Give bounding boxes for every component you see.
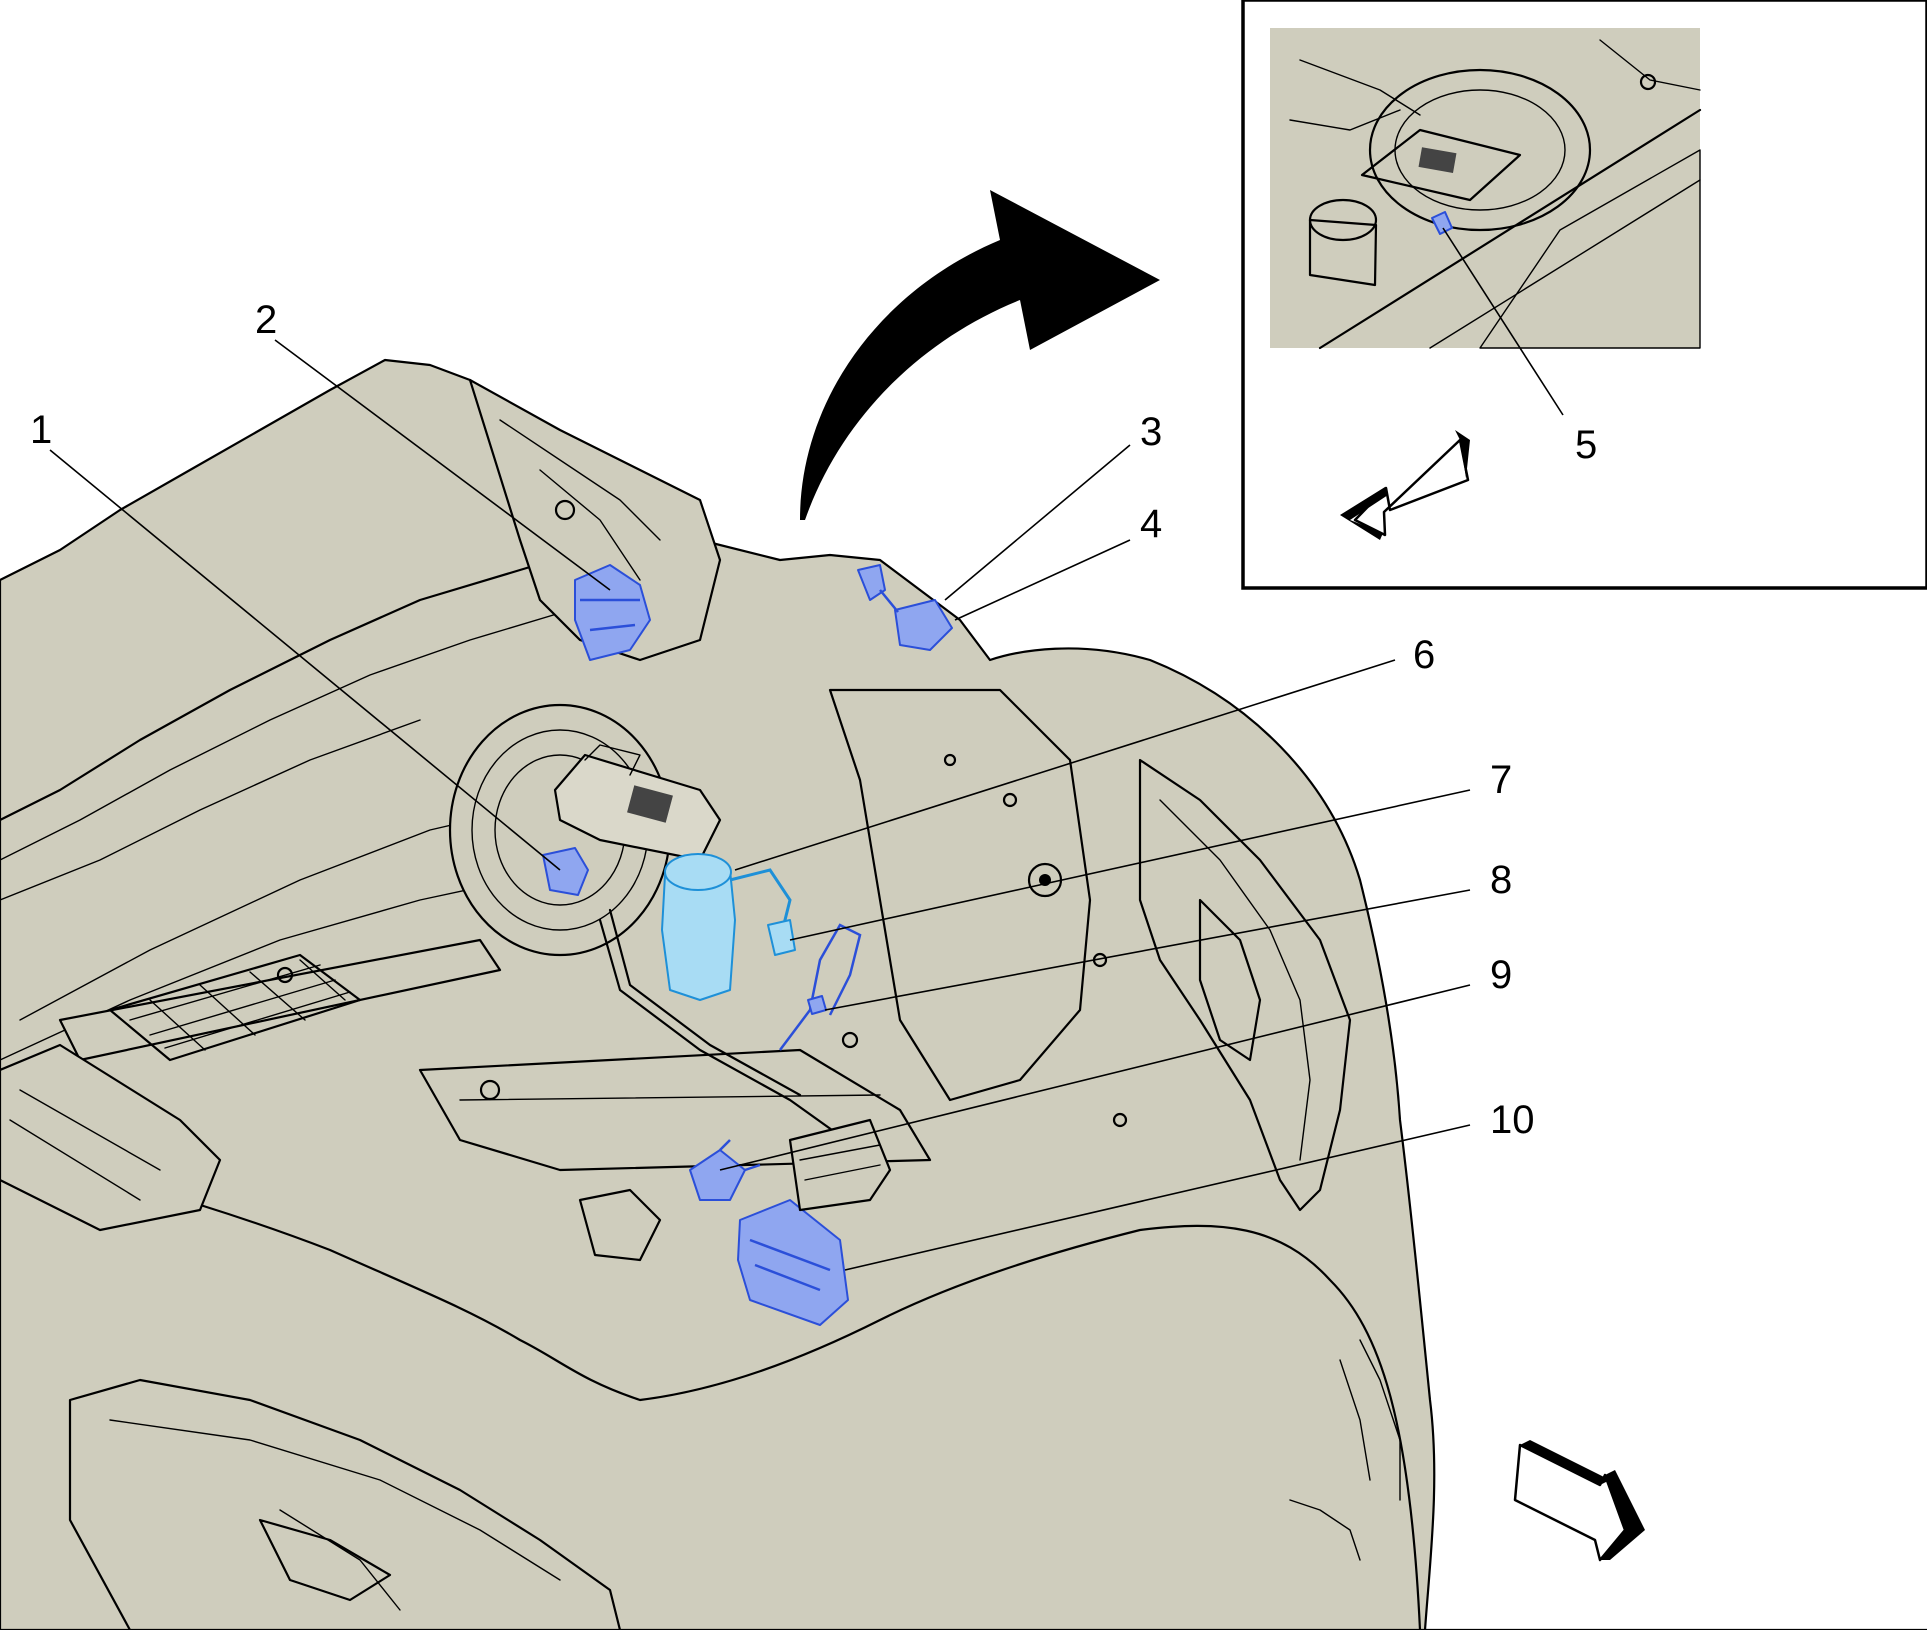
right-headlamp <box>1138 758 1352 1212</box>
right-strut-tower <box>828 688 1092 1102</box>
detail-inset <box>1241 0 1927 590</box>
curved-arrow-icon <box>800 190 1160 520</box>
component-3-4-highlight <box>857 564 953 651</box>
leader-line-4 <box>954 539 1131 621</box>
inset-illustration <box>1270 28 1702 350</box>
abs-unit <box>788 1118 892 1212</box>
component-6-7-highlight <box>661 853 796 1001</box>
leader-line-7 <box>789 789 1471 941</box>
callout-7: 7 <box>1490 758 1512 802</box>
leader-lines <box>49 339 1471 1271</box>
radiator-support <box>58 938 502 1062</box>
component-10-highlight <box>737 1199 849 1326</box>
leader-line-6 <box>734 659 1396 871</box>
battery-tray <box>0 1043 222 1232</box>
callout-2: 2 <box>255 298 277 342</box>
callout-5: 5 <box>1575 423 1597 467</box>
callout-4: 4 <box>1140 502 1162 546</box>
front-direction-arrow-icon <box>1513 1440 1645 1562</box>
component-8-highlight <box>779 923 862 1051</box>
leader-line-10 <box>844 1124 1471 1271</box>
vehicle-front-illustration <box>0 358 1927 1632</box>
front-direction-arrow-icon <box>1340 430 1470 540</box>
callout-8: 8 <box>1490 858 1512 902</box>
left-headlamp <box>68 1378 622 1632</box>
leader-line-3 <box>944 444 1131 601</box>
leader-line-5 <box>1442 227 1564 416</box>
component-2-highlight <box>574 564 651 661</box>
leader-line-2 <box>274 339 611 591</box>
callout-6: 6 <box>1413 633 1435 677</box>
leader-line-8 <box>824 889 1471 1011</box>
grille-mesh <box>108 953 362 1062</box>
callout-9: 9 <box>1490 953 1512 997</box>
strut-tower <box>468 378 722 662</box>
leader-line-1 <box>49 449 561 871</box>
callout-3: 3 <box>1140 410 1162 454</box>
leader-line-9 <box>719 984 1471 1171</box>
callout-10: 10 <box>1490 1098 1535 1142</box>
component-5-highlight <box>1431 211 1453 235</box>
fasteners <box>276 499 1128 1128</box>
callout-labels: 1 2 3 4 5 6 7 8 9 10 <box>30 298 1597 1142</box>
component-1-highlight <box>542 847 589 896</box>
callout-1: 1 <box>30 408 52 452</box>
component-9-highlight <box>689 1139 761 1201</box>
